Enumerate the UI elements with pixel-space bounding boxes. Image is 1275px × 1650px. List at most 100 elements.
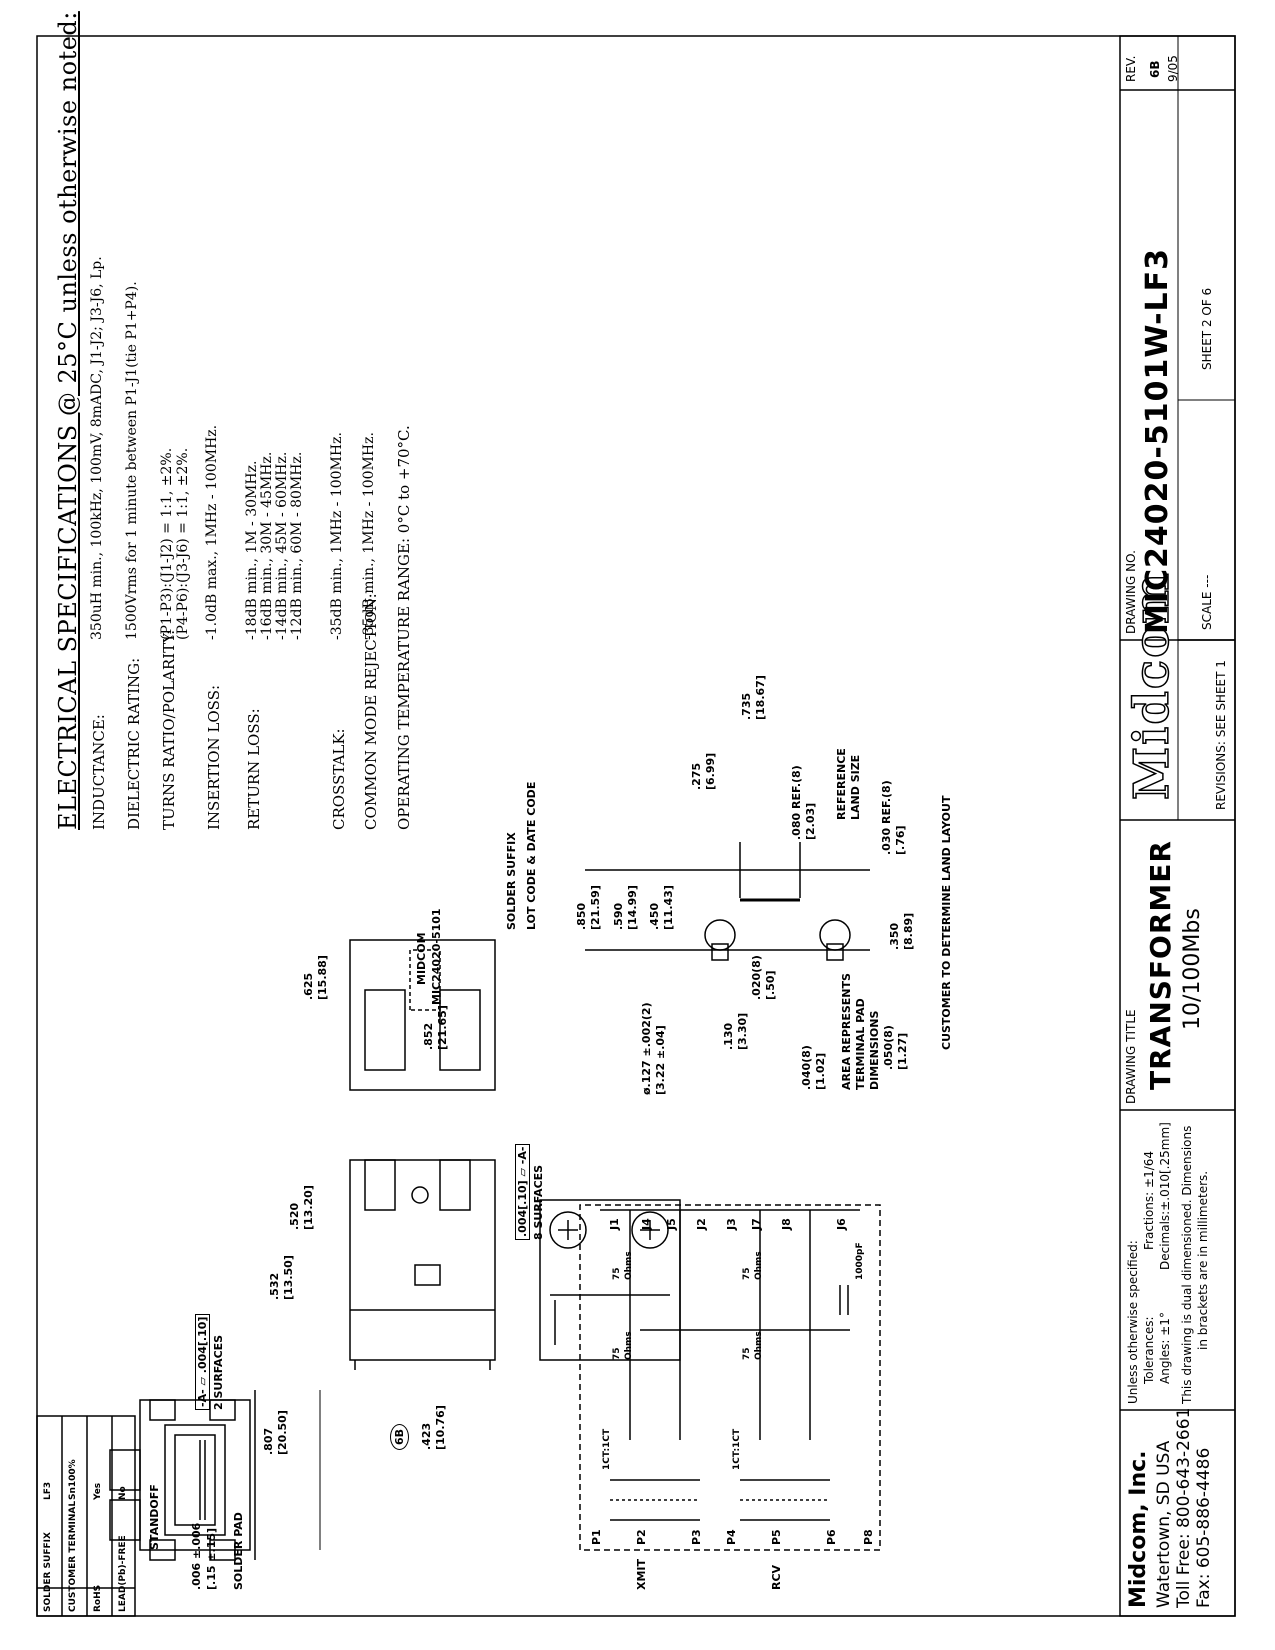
marking-midcom: MIDCOM — [415, 932, 428, 985]
dim-030-mm: [.76] — [894, 825, 907, 855]
dim-520-mm: [13.20] — [302, 1185, 315, 1230]
pin-p5: P5 — [770, 1529, 783, 1545]
sheet-number: SHEET 2 OF 6 — [1200, 287, 1214, 370]
spec-label-inductance: INDUCTANCE: — [90, 714, 108, 830]
company-address: Watertown, SD USA — [1154, 1440, 1174, 1608]
spec-label-return-loss: RETURN LOSS: — [245, 708, 263, 830]
dim-590-mm: [14.99] — [626, 885, 639, 930]
tolerance-line-7: in brackets are in millimeters. — [1196, 1170, 1210, 1350]
rev-value: 6B — [1148, 60, 1162, 79]
area-note-2: TERMINAL PAD — [854, 998, 867, 1090]
flatness-callout-2: .004[.10] ⏥ -A- — [515, 1143, 530, 1240]
xmit-ratio: 1CT:1CT — [602, 1428, 612, 1470]
dim-130-mm: [3.30] — [736, 1012, 749, 1050]
resistor-4-unit: Ohms — [754, 1251, 764, 1280]
dim-130: .130 — [722, 1022, 735, 1050]
revisions-note: REVISIONS: SEE SHEET 1 — [1214, 660, 1228, 810]
resistor-3-value: 75 — [742, 1347, 752, 1360]
company-toll-free: Toll Free: 800-643-2661 — [1174, 1407, 1194, 1608]
resistor-2-unit: Ohms — [624, 1251, 634, 1280]
spec-value-turns-ratio-1: (P1-P3):(J1-J2) = 1:1, ±2%. — [159, 447, 175, 640]
rev-date: 9/05 — [1166, 55, 1180, 82]
dim-590: .590 — [612, 902, 625, 930]
dim-807-mm: [20.50] — [276, 1410, 289, 1455]
dim-020-mm: [.50] — [764, 970, 777, 1000]
suffix-value-rohs: Yes — [93, 1482, 103, 1500]
dim-050: .050(8) — [882, 1025, 895, 1070]
land-pattern — [585, 842, 870, 961]
area-note-3: DIMENSIONS — [868, 1010, 881, 1090]
lot-code-callout: LOT CODE & DATE CODE — [525, 781, 538, 930]
scale-value: SCALE --- — [1200, 574, 1214, 630]
area-note-1: AREA REPRESENTS — [840, 973, 853, 1090]
ref-land-label-2: LAND SIZE — [849, 754, 862, 820]
revision-bubble: 6B — [390, 1423, 409, 1450]
pin-j5: J5 — [665, 1218, 678, 1230]
spec-value-return-loss-3: -14dB min., 45M - 60MHz. — [274, 451, 290, 640]
dim-850: .850 — [575, 902, 588, 930]
company-fax: Fax: 605-886-4486 — [1194, 1447, 1214, 1608]
dim-050-mm: [1.27] — [896, 1032, 909, 1070]
dim-852-mm: [21.65] — [436, 1005, 449, 1050]
spec-label-dielectric: DIELECTRIC RATING: — [125, 657, 143, 830]
xmit-label: XMIT — [635, 1558, 648, 1590]
dim-850-mm: [21.59] — [589, 885, 602, 930]
pin-j4: J4 — [640, 1218, 653, 1230]
drawing-title-label: DRAWING TITLE — [1124, 1009, 1138, 1104]
pin-j6: J6 — [835, 1218, 848, 1230]
dim-423-mm: [10.76] — [434, 1405, 447, 1450]
pin-p6: P6 — [825, 1529, 838, 1545]
spec-label-crosstalk: CROSSTALK: — [330, 728, 348, 830]
tolerance-line-5: Decimals:±.010[.25mm] — [1158, 1122, 1172, 1270]
dim-275: .275 — [690, 762, 703, 790]
flatness-note-1: 2 SURFACES — [212, 1334, 225, 1410]
standoff-dim: .006 ±.006 — [190, 1522, 203, 1590]
dim-735-mm: [18.67] — [754, 675, 767, 720]
dim-532: .532 — [268, 1272, 281, 1300]
spec-value-return-loss-1: -18dB min., 1M - 30MHz. — [244, 460, 260, 640]
spec-label-turns-ratio: TURNS RATIO/POLARITY: — [160, 629, 178, 830]
dim-450-mm: [11.43] — [662, 885, 675, 930]
suffix-value-customer-terminal: Sn100% — [68, 1459, 78, 1500]
dim-040-mm: [1.02] — [814, 1052, 827, 1090]
dim-807: .807 — [262, 1427, 275, 1455]
spec-value-return-loss-2: -16dB min., 30M - 45MHz. — [259, 451, 275, 640]
flatness-callout-1: -A- ⏥ .004[.10] — [195, 1313, 210, 1410]
dim-350-mm: [8.89] — [902, 912, 915, 950]
company-name: Midcom, Inc. — [1126, 1450, 1151, 1608]
schematic-box — [579, 1204, 881, 1551]
tolerance-line-6: This drawing is dual dimensioned. Dimens… — [1180, 1125, 1194, 1404]
rcv-label: RCV — [770, 1564, 783, 1590]
dim-625: .625 — [302, 972, 315, 1000]
dim-735: .735 — [740, 692, 753, 720]
pin-j3: J3 — [725, 1218, 738, 1230]
dim-450: .450 — [648, 902, 661, 930]
spec-value-insertion-loss: -1.0dB max., 1MHz - 100MHz. — [204, 424, 220, 640]
tolerance-line-1: Unless otherwise specified: — [1126, 1240, 1140, 1404]
pin-p2: P2 — [635, 1529, 648, 1545]
resistor-4-value: 75 — [742, 1267, 752, 1280]
drawing-title: TRANSFORMER — [1144, 840, 1177, 1090]
solder-pad-label: SOLDER PAD — [232, 1512, 245, 1590]
pin-j2: J2 — [695, 1218, 708, 1230]
suffix-header-rohs: RoHS — [93, 1584, 103, 1612]
dim-080-mm: [2.03] — [804, 802, 817, 840]
tolerance-line-3: Fractions: ±1/64 — [1142, 1150, 1156, 1250]
dim-020: .020(8) — [750, 955, 763, 1000]
resistor-2-value: 75 — [612, 1267, 622, 1280]
dim-350: .350 — [888, 922, 901, 950]
spec-value-turns-ratio-2: (P4-P6):(J3-J6) = 1:1, ±2%. — [175, 447, 191, 640]
dim-030: .030 REF.(8) — [880, 780, 893, 855]
flatness-note-2: 8 SURFACES — [532, 1164, 545, 1240]
dim-423: .423 — [420, 1422, 433, 1450]
dim-275-mm: [6.99] — [704, 752, 717, 790]
pin-p3: P3 — [690, 1529, 703, 1545]
dim-852: .852 — [422, 1022, 435, 1050]
solder-suffix-callout: SOLDER SUFFIX — [505, 832, 518, 930]
tolerance-line-4: Angles: ±1° — [1158, 1312, 1172, 1384]
dim-625-mm: [15.88] — [316, 955, 329, 1000]
suffix-value-solder-suffix: LF3 — [43, 1481, 53, 1500]
drawing-number: MIC24020-5101W-LF3 — [1140, 247, 1175, 634]
